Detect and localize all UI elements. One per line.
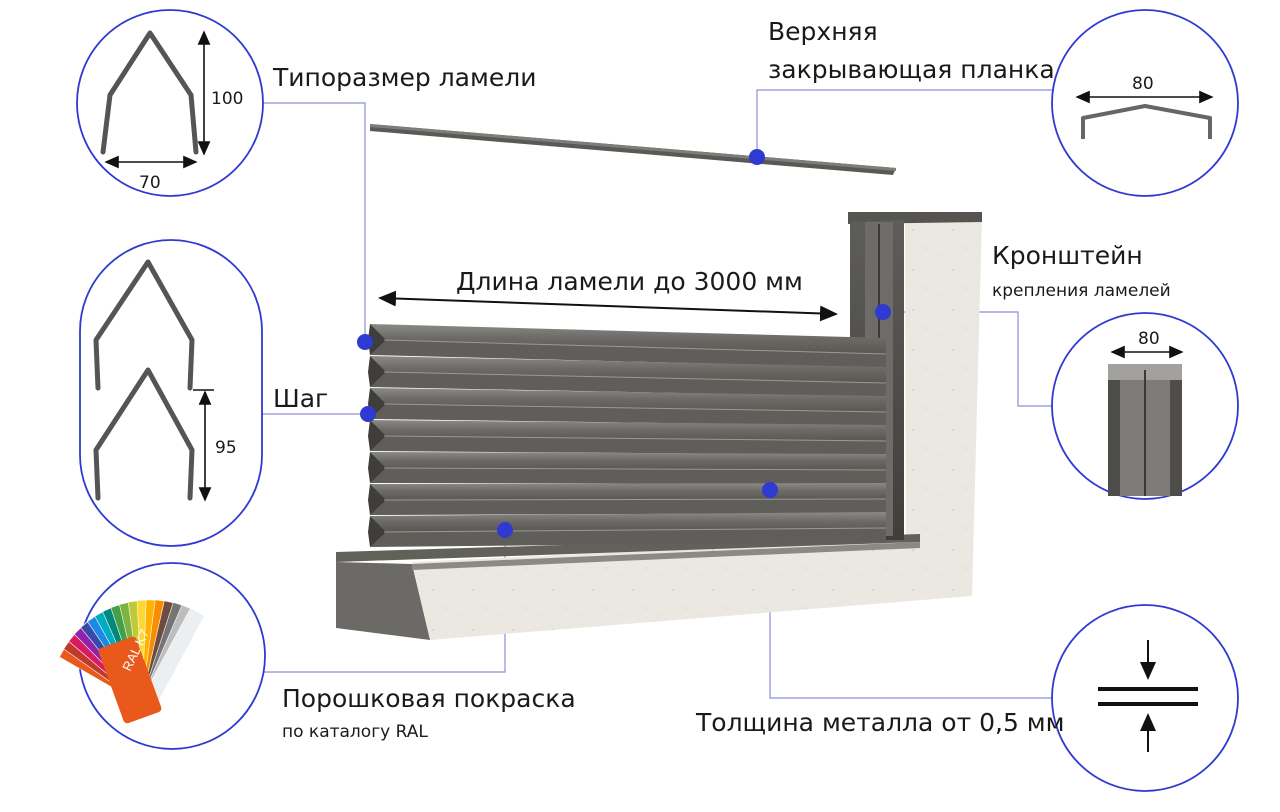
slat-end-cap [368,324,386,355]
slat-ridge [383,339,887,355]
slat-end-cap [368,420,386,451]
stone-base [336,534,972,640]
slat-end-cap [368,516,386,547]
bracket-width-value: 80 [1138,329,1160,349]
slat-end-cap [368,452,386,483]
slat-upper-face [370,324,886,354]
label-top-strip-line2: закрывающая планка [768,55,1055,84]
length-arrow [378,290,838,322]
slat-lower-face [370,372,886,397]
slat-upper-face [370,452,886,470]
profile-width-value: 70 [139,173,161,193]
profile-size-drawing [100,30,199,155]
slat-ridge [383,371,887,384]
label-top-strip-line1: Верхняя [768,17,878,46]
ral-fan-cover [98,636,162,724]
slat-ridge [383,403,887,413]
strip-profile-drawing [1081,104,1212,139]
bracket-profile-drawing [1108,364,1182,496]
slat-lower-face [370,499,886,515]
label-lamella-size: Типоразмер ламели [273,63,537,92]
slat-upper-face [370,388,886,412]
label-bracket-subtitle: крепления ламелей [992,281,1171,301]
strip-width-value: 80 [1132,74,1154,94]
slat-ridge [383,527,887,533]
label-thickness: Толщина металла от 0,5 мм [696,708,1065,737]
label-powder-title: Порошковая покраска [282,684,576,713]
slat-ridge [383,498,887,501]
profile-height-value: 100 [211,89,244,109]
slat-upper-face [370,356,886,383]
top-closing-strip [370,124,896,175]
slat-lower-face [370,468,886,484]
thickness-icon [1098,640,1198,752]
slat-upper-face [370,483,886,500]
slat-end-cap [368,356,386,387]
louver-slats [368,324,887,547]
slat-ridge [383,435,887,442]
callout-dots [357,149,891,538]
slat-end-cap [368,484,386,515]
label-lamella-length: Длина ламели до 3000 мм [456,267,803,296]
slat-ridge [383,467,887,471]
slat-lower-face [370,404,886,426]
ral-fan-icon [58,599,206,724]
slat-lower-face [370,340,886,368]
step-dims [193,389,214,502]
label-step: Шаг [273,384,329,413]
step-value: 95 [215,438,237,458]
label-powder-subtitle: по каталогу RAL [282,722,428,742]
step-profiles-drawing [93,259,195,501]
slat-lower-face [370,436,886,455]
label-bracket-title: Кронштейн [992,241,1143,270]
profile-size-dims [104,30,211,169]
slat-upper-face [370,420,886,441]
